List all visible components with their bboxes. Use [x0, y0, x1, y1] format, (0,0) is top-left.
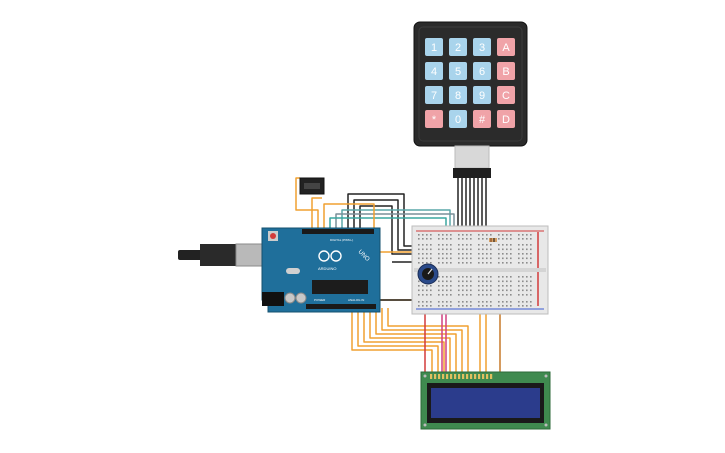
crystal: [286, 268, 300, 274]
atmega-chip: [312, 280, 368, 294]
lcd-orange-wires: [351, 246, 495, 374]
power-label: POWER: [314, 298, 326, 302]
lcd-mount-hole-1: [423, 374, 427, 378]
orange-top-wires: [295, 177, 420, 253]
lcd-mount-hole-2: [544, 374, 548, 378]
power-jack: [262, 292, 284, 306]
keypad-key-a[interactable]: A: [497, 38, 515, 56]
keypad-key-label: 2: [455, 42, 461, 54]
potentiometer[interactable]: [417, 263, 439, 285]
capacitor-2: [295, 292, 307, 304]
keypad-key-5[interactable]: 5: [449, 62, 467, 80]
keypad-4x4[interactable]: 1 2 3 A 4 5 6 B 7 8 9 C * 0 # D: [413, 21, 528, 178]
keypad-key-c[interactable]: C: [497, 86, 515, 104]
breadboard-center-channel: [414, 268, 546, 272]
keypad-key-label: #: [479, 114, 486, 126]
keypad-key-label: 1: [431, 42, 437, 54]
keypad-key-label: 8: [455, 90, 461, 102]
usb-plug: [200, 244, 238, 266]
lcd-header-pins: [430, 374, 493, 379]
keypad-key-label: 5: [455, 66, 461, 78]
keypad-key-6[interactable]: 6: [473, 62, 491, 80]
reset-button-cap[interactable]: [270, 233, 276, 239]
keypad-key-7[interactable]: 7: [425, 86, 443, 104]
lcd-screen: [431, 388, 540, 418]
keypad-key-9[interactable]: 9: [473, 86, 491, 104]
keypad-key-label: D: [502, 114, 510, 126]
analog-label: ANALOG IN: [348, 298, 364, 302]
pot-indicator: [427, 268, 433, 275]
keypad-keys: 1 2 3 A 4 5 6 B 7 8 9 C * 0 # D: [425, 38, 515, 128]
keypad-key-label: *: [432, 114, 437, 126]
keypad-key-d[interactable]: D: [497, 110, 515, 128]
power-analog-header: [306, 304, 376, 309]
keypad-key-label: C: [502, 90, 510, 102]
keypad-key-2[interactable]: 2: [449, 38, 467, 56]
keypad-key-8[interactable]: 8: [449, 86, 467, 104]
lcd-mount-hole-3: [423, 423, 427, 427]
usb-cable: [178, 250, 202, 260]
keypad-key-star[interactable]: *: [425, 110, 443, 128]
small-module: [299, 177, 325, 195]
arduino-uno[interactable]: UNO ARDUINO DIGITAL (PWM~) POWER ANALOG …: [178, 227, 381, 313]
keypad-key-label: B: [502, 66, 509, 78]
lcd-16x2[interactable]: [420, 371, 551, 430]
keypad-key-0[interactable]: 0: [449, 110, 467, 128]
arduino-logo: [318, 250, 342, 262]
keypad-key-b[interactable]: B: [497, 62, 515, 80]
keypad-key-3[interactable]: 3: [473, 38, 491, 56]
capacitor-1: [284, 292, 296, 304]
keypad-key-4[interactable]: 4: [425, 62, 443, 80]
breadboard-holes: [418, 234, 532, 307]
keypad-key-label: 4: [431, 66, 437, 78]
keypad-inner-frame: [418, 26, 523, 142]
keypad-connector: [453, 168, 491, 178]
keypad-key-label: 3: [479, 42, 485, 54]
lcd-mount-hole-4: [544, 423, 548, 427]
keypad-key-label: A: [502, 42, 510, 54]
keypad-key-label: 9: [479, 90, 485, 102]
keypad-ribbon: [454, 145, 490, 169]
keypad-ribbon-wires: [457, 176, 487, 246]
keypad-key-label: 7: [431, 90, 437, 102]
arduino-brand-label: ARDUINO: [318, 266, 336, 271]
keypad-key-label: 6: [479, 66, 485, 78]
keypad-key-1[interactable]: 1: [425, 38, 443, 56]
digital-header: [302, 229, 374, 234]
resistor: [489, 238, 497, 242]
digital-label: DIGITAL (PWM~): [330, 238, 353, 242]
keypad-key-label: 0: [455, 114, 461, 126]
keypad-key-hash[interactable]: #: [473, 110, 491, 128]
